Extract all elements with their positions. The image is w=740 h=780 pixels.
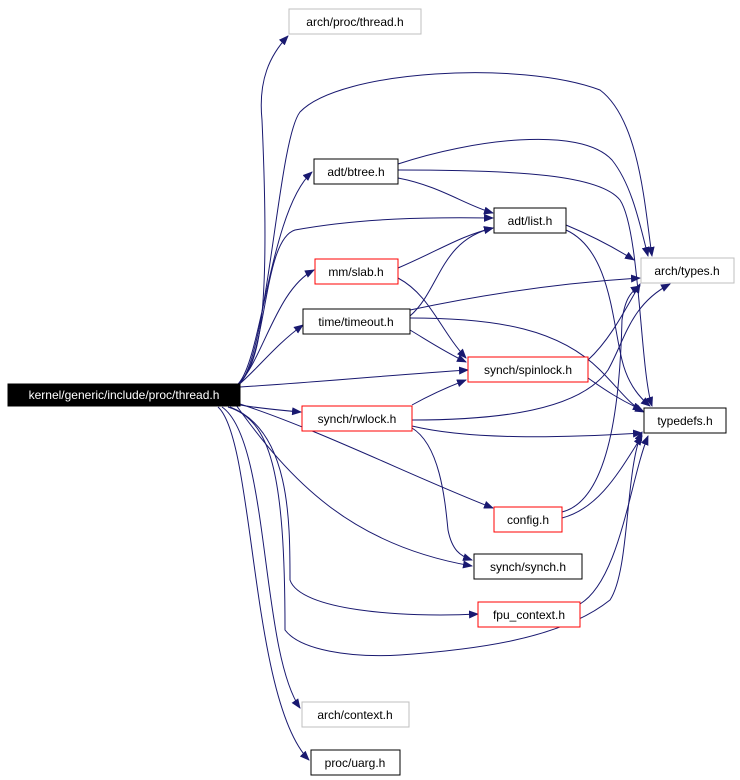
node-synch-synch[interactable]: synch/synch.h	[473, 553, 583, 580]
node-synch-synch-label: synch/synch.h	[490, 560, 566, 574]
edge-synch-rwlock-synch-synch	[411, 427, 473, 561]
edge-time-timeout-arch-types	[409, 274, 641, 311]
edge-config-typedefs	[561, 435, 643, 519]
edge-fpu-context-typedefs	[579, 435, 649, 605]
edge-synch-rwlock-arch-types	[411, 283, 671, 421]
node-adt-btree-label: adt/btree.h	[327, 165, 384, 179]
edge-time-timeout-adt-list	[409, 226, 494, 317]
node-arch-proc-thread-label: arch/proc/thread.h	[306, 15, 403, 29]
node-proc-uarg[interactable]: proc/uarg.h	[310, 749, 401, 776]
node-mm-slab[interactable]: mm/slab.h	[314, 258, 399, 285]
edge-adt-btree-arch-types	[397, 138, 650, 257]
edge-root-typedefs	[227, 406, 643, 657]
node-synch-rwlock[interactable]: synch/rwlock.h	[301, 405, 413, 432]
edge-synch-rwlock-synch-spinlock	[411, 379, 467, 406]
edge-adt-btree-adt-list	[397, 177, 494, 215]
node-typedefs[interactable]: typedefs.h	[643, 407, 727, 434]
node-fpu-context[interactable]: fpu_context.h	[477, 601, 581, 628]
node-arch-types-label: arch/types.h	[654, 264, 719, 278]
edge-adt-list-arch-types	[565, 224, 635, 261]
nodes: kernel/generic/include/proc/thread.h arc…	[7, 8, 735, 776]
node-arch-context[interactable]: arch/context.h	[301, 701, 410, 728]
node-arch-proc-thread[interactable]: arch/proc/thread.h	[288, 8, 422, 35]
edge-root-synch-spinlock	[239, 366, 469, 388]
node-proc-uarg-label: proc/uarg.h	[325, 756, 386, 770]
node-root-label: kernel/generic/include/proc/thread.h	[29, 388, 220, 402]
edge-root-arch-proc-thread	[239, 35, 289, 383]
edge-mm-slab-synch-spinlock	[397, 277, 467, 359]
node-adt-list-label: adt/list.h	[508, 214, 553, 228]
node-synch-rwlock-label: synch/rwlock.h	[318, 412, 397, 426]
edge-adt-list-typedefs	[565, 229, 651, 407]
edge-synch-rwlock-typedefs	[411, 425, 643, 438]
edge-root-time-timeout	[235, 324, 304, 388]
edge-root-adt-list	[237, 213, 494, 386]
node-typedefs-label: typedefs.h	[657, 414, 712, 428]
node-synch-spinlock[interactable]: synch/spinlock.h	[467, 356, 589, 383]
edge-time-timeout-typedefs	[409, 317, 645, 413]
edge-root-adt-btree	[237, 171, 313, 385]
edge-root-arch-context	[221, 406, 301, 709]
edge-root-mm-slab	[235, 269, 315, 387]
edge-root-synch-rwlock	[239, 404, 302, 416]
edge-config-arch-types	[561, 285, 641, 513]
edges	[217, 35, 671, 761]
node-adt-btree[interactable]: adt/btree.h	[313, 158, 399, 185]
node-root[interactable]: kernel/generic/include/proc/thread.h	[7, 383, 241, 407]
edge-adt-btree-typedefs	[397, 169, 653, 407]
edge-synch-spinlock-typedefs	[587, 377, 643, 411]
edge-root-synch-synch	[235, 404, 473, 569]
edge-root-fpu-context	[229, 406, 479, 619]
node-time-timeout-label: time/timeout.h	[318, 315, 393, 329]
node-arch-context-label: arch/context.h	[317, 708, 392, 722]
node-time-timeout[interactable]: time/timeout.h	[302, 308, 411, 335]
node-adt-list[interactable]: adt/list.h	[493, 207, 567, 234]
edge-time-timeout-synch-spinlock	[409, 329, 467, 363]
node-synch-spinlock-label: synch/spinlock.h	[484, 363, 572, 377]
node-fpu-context-label: fpu_context.h	[493, 608, 565, 622]
node-config-label: config.h	[507, 513, 549, 527]
node-mm-slab-label: mm/slab.h	[328, 265, 383, 279]
edge-root-config	[239, 403, 494, 509]
edge-root-proc-uarg	[217, 406, 310, 761]
node-arch-types[interactable]: arch/types.h	[640, 257, 735, 284]
edge-root-arch-types	[239, 72, 655, 384]
node-config[interactable]: config.h	[493, 506, 563, 533]
